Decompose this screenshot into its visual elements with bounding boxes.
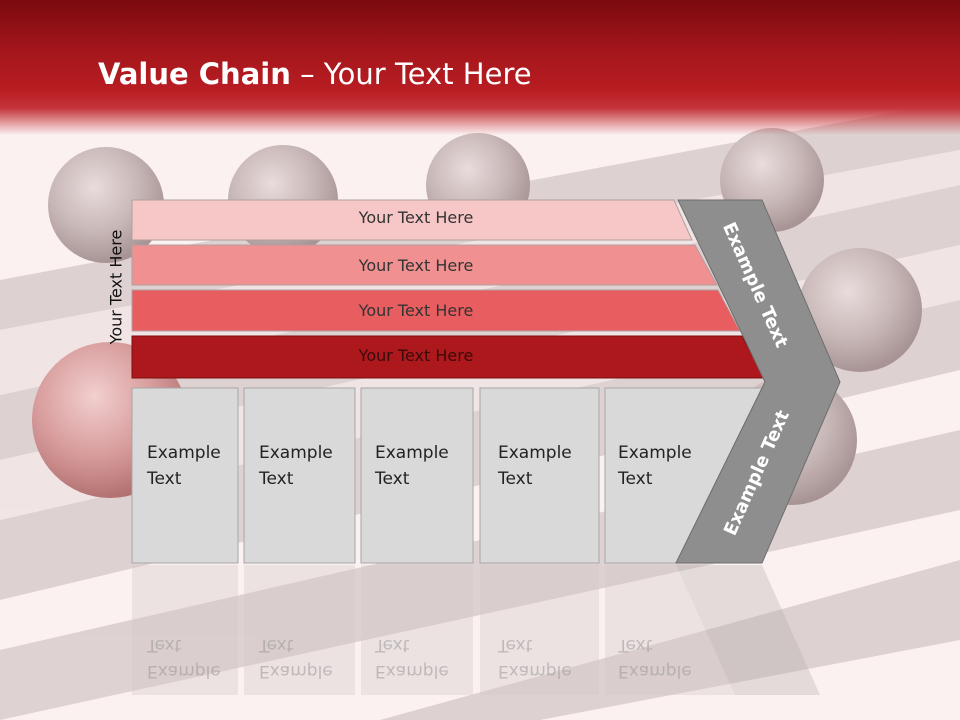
bar-2-label: Your Text Here: [358, 256, 474, 275]
reflection: [132, 565, 820, 695]
box-4: [479, 387, 600, 564]
box-2: [243, 387, 356, 564]
slide-title: Value Chain – Your Text Here: [98, 55, 532, 93]
chevron-arrow: [675, 199, 841, 564]
bar-3: [131, 289, 741, 332]
bar-1-label: Your Text Here: [358, 208, 474, 227]
header-band: [0, 0, 960, 135]
bar-1: [131, 199, 693, 241]
box-1: [131, 387, 239, 564]
box-3: [360, 387, 474, 564]
bar-4-label: Your Text Here: [358, 346, 474, 365]
title-rest: – Your Text Here: [290, 57, 532, 91]
bar-2: [131, 244, 718, 286]
bar-3-label: Your Text Here: [358, 301, 474, 320]
title-bold: Value Chain: [98, 57, 291, 91]
